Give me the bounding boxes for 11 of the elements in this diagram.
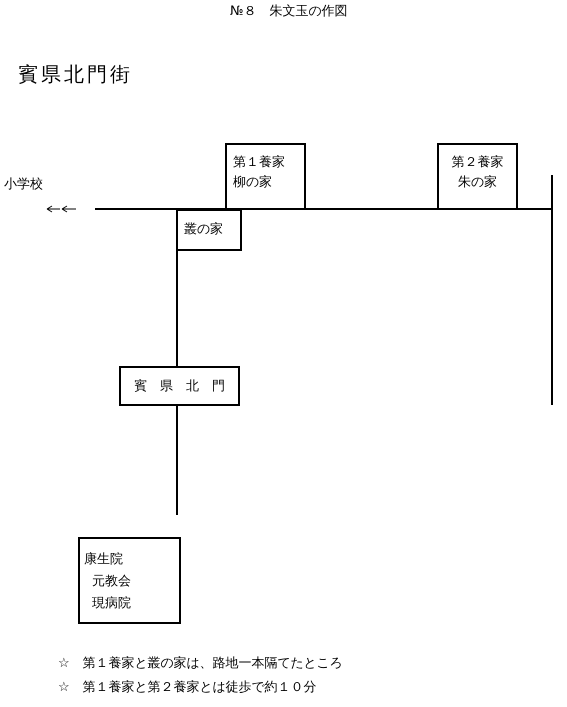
place-label: 小学校 (4, 177, 43, 193)
note: ☆ 第１養家と第２養家とは徒歩で約１０分 (58, 680, 317, 696)
heading: 賓県北門街 (18, 66, 133, 82)
note: ☆ 第１養家と叢の家は、路地一本隔てたところ (58, 656, 343, 672)
title: №８ 朱文玉の作図 (230, 4, 348, 20)
place-box: 第２養家 朱の家 (437, 143, 518, 210)
place-box: 第１養家 柳の家 (225, 143, 306, 210)
place-box: 康生院 元教会 現病院 (78, 537, 181, 624)
place-box: 叢の家 (176, 209, 242, 251)
place-box: 賓 県 北 門 (119, 366, 240, 406)
road-line (176, 251, 178, 366)
